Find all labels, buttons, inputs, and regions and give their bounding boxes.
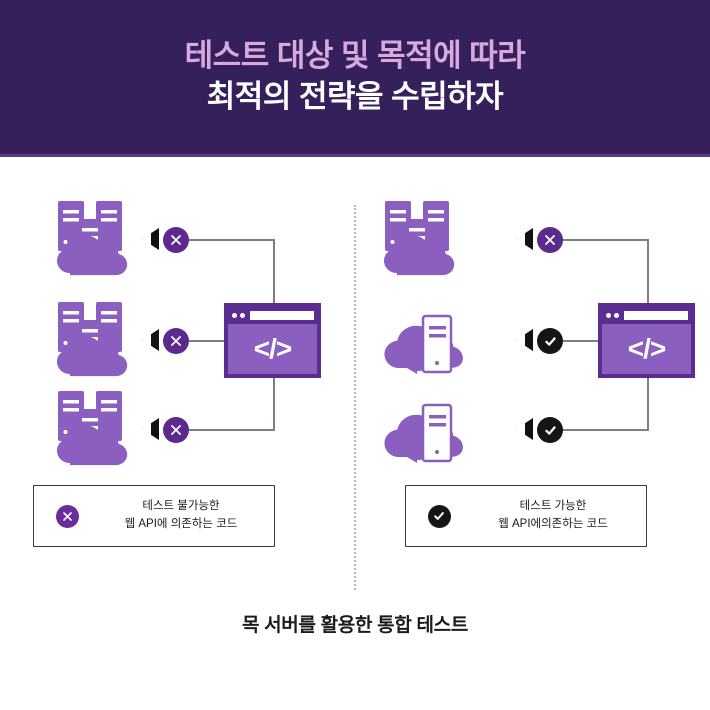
x-mark-icon: [163, 227, 189, 253]
legend-line-1: 테스트 불가능한: [142, 500, 220, 513]
connector-row-1-right: [560, 239, 648, 241]
servers-cloud-icon: [375, 197, 471, 279]
arrow-notch-row-2-right: [516, 333, 525, 347]
code-glyph: </>: [253, 333, 292, 364]
panel-divider: [354, 205, 356, 590]
legend-testable: 테스트 가능한 웹 API에의존하는 코드: [405, 485, 647, 547]
x-mark-icon: [163, 417, 189, 443]
panel-testable: </> 테스트 가능한 웹 API에의존하는 코드: [355, 157, 710, 710]
header-title-line-2: 최적의 전략을 수립하자: [206, 79, 504, 114]
servers-cloud-icon: [48, 387, 144, 469]
address-bar[interactable]: [624, 311, 688, 320]
arrow-notch-row-3-left: [142, 422, 151, 436]
legend-line-1: 테스트 가능한: [519, 500, 587, 513]
header-title-line-1: 테스트 대상 및 목적에 따라: [184, 38, 526, 74]
mock-server-cloud-icon: [375, 387, 471, 469]
legend-untestable: 테스트 불가능한 웹 API에 의존하는 코드: [33, 485, 275, 547]
x-mark-icon: [537, 227, 563, 253]
diagram-area: </> 테스트 불가능한 웹 API에 의존하는 코드: [0, 157, 710, 710]
arrow-notch-row-2-left: [142, 333, 151, 347]
code-browser-window[interactable]: </>: [224, 303, 321, 378]
servers-cloud-icon: [48, 298, 144, 380]
browser-titlebar: [602, 307, 691, 324]
servers-cloud-icon: [48, 197, 144, 279]
code-browser-window[interactable]: </>: [598, 303, 695, 378]
window-dot-icon: [232, 313, 237, 318]
panel-untestable: </> 테스트 불가능한 웹 API에 의존하는 코드: [0, 157, 355, 710]
check-mark-icon: [537, 417, 563, 443]
connector-row-3-right: [560, 429, 648, 431]
window-dot-icon: [614, 313, 619, 318]
connector-row-3-left: [186, 429, 274, 431]
window-dot-icon: [606, 313, 611, 318]
arrow-notch-row-3-right: [516, 422, 525, 436]
x-mark-icon: [55, 504, 79, 528]
window-dot-icon: [240, 313, 245, 318]
x-mark-icon: [163, 328, 189, 354]
check-mark-icon: [427, 504, 451, 528]
address-bar[interactable]: [250, 311, 314, 320]
header-banner: 테스트 대상 및 목적에 따라 최적의 전략을 수립하자: [0, 0, 710, 157]
legend-badge-slot: [406, 504, 472, 528]
arrow-notch-row-1-right: [516, 232, 525, 246]
code-glyph: </>: [627, 333, 666, 364]
connector-row-1-left: [186, 239, 274, 241]
check-mark-icon: [537, 328, 563, 354]
legend-text-testable: 테스트 가능한 웹 API에의존하는 코드: [472, 498, 646, 534]
legend-badge-slot: [34, 504, 100, 528]
browser-titlebar: [228, 307, 317, 324]
legend-text-untestable: 테스트 불가능한 웹 API에 의존하는 코드: [100, 498, 274, 534]
mock-server-cloud-icon: [375, 298, 471, 380]
legend-line-2: 웹 API에 의존하는 코드: [124, 518, 238, 530]
bottom-caption: 목 서버를 활용한 통합 테스트: [241, 615, 469, 636]
arrow-notch-row-1-left: [142, 232, 151, 246]
legend-line-2: 웹 API에의존하는 코드: [498, 518, 608, 530]
